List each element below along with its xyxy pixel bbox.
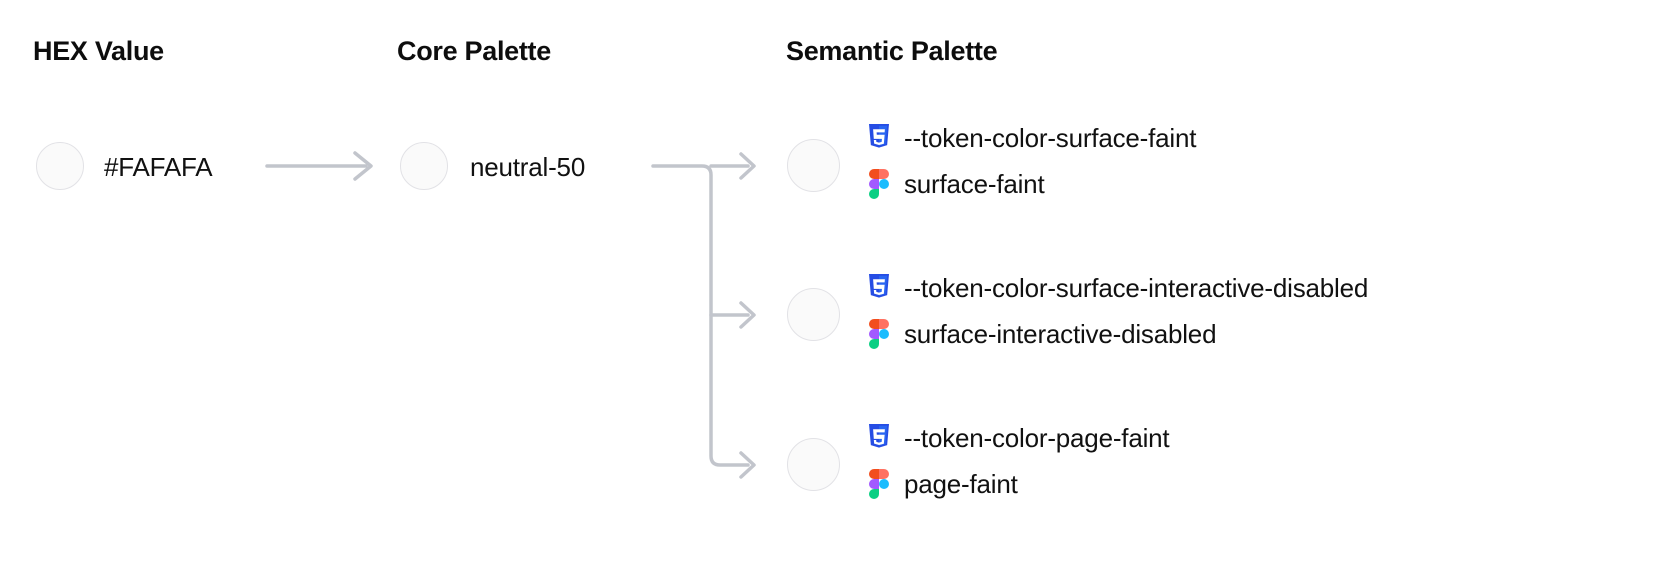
color-swatch-semantic-1 [787,288,840,341]
css-token-line-1: --token-color-surface-interactive-disabl… [865,265,1368,311]
branch-connector-icon [651,164,750,467]
figma-token-label-0: surface-faint [904,169,1045,199]
arrow-right-icon-branch-1 [739,301,756,329]
color-swatch-semantic-0 [787,139,840,192]
arrow-right-icon-hex-to-core [265,151,373,181]
color-swatch-semantic-2 [787,438,840,491]
color-swatch-core [400,142,448,190]
semantic-token-group-0: --token-color-surface-faint surface-fain… [865,115,1196,207]
figma-token-label-1: surface-interactive-disabled [904,319,1217,349]
column-heading-hex-value: HEX Value [33,36,164,66]
css3-icon [865,272,893,304]
css3-icon [865,122,893,154]
css-token-line-0: --token-color-surface-faint [865,115,1196,161]
color-swatch-hex [36,142,84,190]
semantic-token-group-1: --token-color-surface-interactive-disabl… [865,265,1368,357]
figma-icon [865,468,893,500]
semantic-token-group-2: --token-color-page-faint page-faint [865,415,1170,507]
figma-token-line-2: page-faint [865,461,1169,507]
column-heading-core-palette: Core Palette [397,36,551,66]
css3-icon [865,422,893,454]
figma-token-label-2: page-faint [904,469,1018,499]
column-heading-semantic-palette: Semantic Palette [786,36,998,66]
css-token-line-2: --token-color-page-faint [865,415,1170,461]
css-token-label-0: --token-color-surface-faint [904,123,1197,153]
figma-icon [865,318,893,350]
arrow-right-icon-branch-0 [739,152,756,180]
core-palette-label: neutral-50 [470,152,586,182]
hex-value-label: #FAFAFA [104,152,213,182]
css-token-label-1: --token-color-surface-interactive-disabl… [904,273,1369,303]
css-token-label-2: --token-color-page-faint [904,423,1170,453]
arrow-right-icon-branch-2 [739,451,756,479]
figma-icon [865,168,893,200]
figma-token-line-0: surface-faint [865,161,1196,207]
figma-token-line-1: surface-interactive-disabled [865,311,1368,357]
